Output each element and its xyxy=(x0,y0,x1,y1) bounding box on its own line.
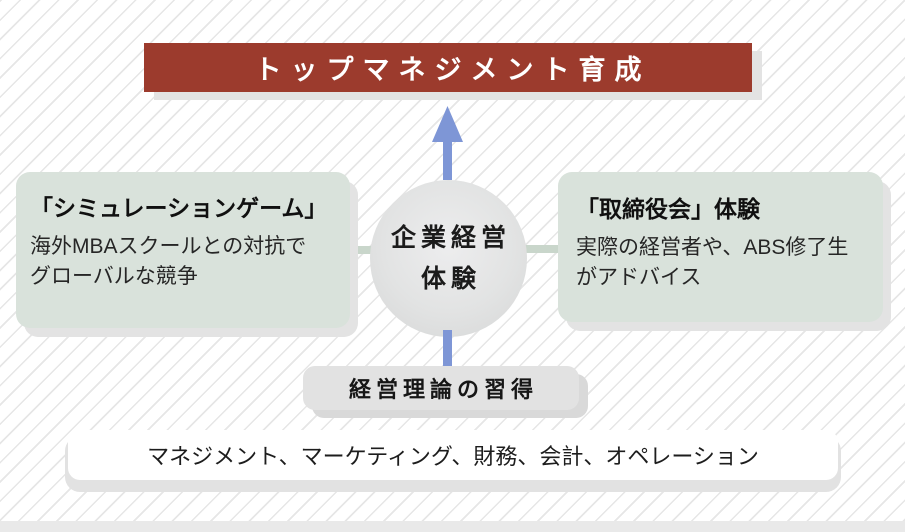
up-arrow-icon xyxy=(432,106,463,180)
left-connector-line xyxy=(342,246,376,254)
subjects-box: マネジメント、マーケティング、財務、会計、オペレーション xyxy=(68,430,838,480)
right-connector-line xyxy=(521,245,563,253)
simulation-game-body-line1: 海外MBAスクールとの対抗で xyxy=(30,235,307,258)
circle-label-line1: 企業経営 xyxy=(390,223,511,252)
bottom-connector-bar xyxy=(443,330,452,370)
top-management-banner: トップマネジメント育成 xyxy=(144,43,752,92)
bottom-strip xyxy=(0,521,905,532)
board-experience-body-line1: 実際の経営者や、ABS修了生 xyxy=(576,236,849,259)
board-experience-body: 実際の経営者や、ABS修了生 がアドバイス xyxy=(576,233,875,293)
board-experience-title: 「取締役会」体験 xyxy=(576,196,760,222)
management-theory-pill: 経営理論の習得 xyxy=(303,366,579,410)
banner-label: トップマネジメント育成 xyxy=(254,55,651,85)
simulation-game-title: 「シミュレーションゲーム」 xyxy=(30,195,328,221)
circle-label-line2: 体験 xyxy=(420,264,481,293)
board-experience-box: 「取締役会」体験 実際の経営者や、ABS修了生 がアドバイス xyxy=(558,172,883,322)
simulation-game-body: 海外MBAスクールとの対抗で グローバルな競争 xyxy=(30,232,342,292)
management-theory-label: 経営理論の習得 xyxy=(348,377,538,402)
simulation-game-body-line2: グローバルな競争 xyxy=(30,265,198,288)
simulation-game-box: 「シミュレーションゲーム」 海外MBAスクールとの対抗で グローバルな競争 xyxy=(16,172,350,328)
center-circle: 企業経営 体験 xyxy=(370,180,527,337)
board-experience-body-line2: がアドバイス xyxy=(576,266,702,289)
subjects-label: マネジメント、マーケティング、財務、会計、オペレーション xyxy=(147,444,759,469)
